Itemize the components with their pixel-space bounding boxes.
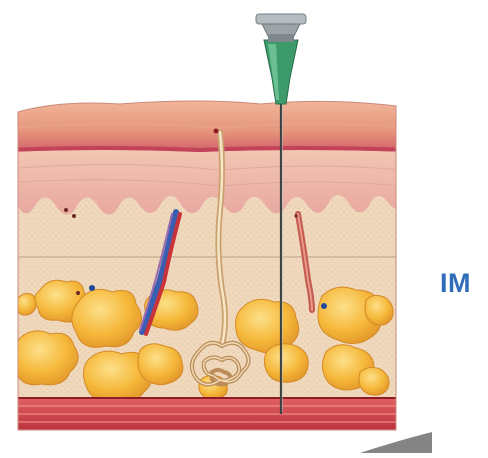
epidermis-layer [10, 100, 410, 152]
route-label: IM [440, 268, 471, 299]
corner-shadow [360, 432, 432, 453]
tissue-block [10, 100, 410, 440]
basal-layer-line [10, 148, 410, 150]
muscle-layer [10, 398, 410, 440]
needle-cap [256, 14, 306, 24]
